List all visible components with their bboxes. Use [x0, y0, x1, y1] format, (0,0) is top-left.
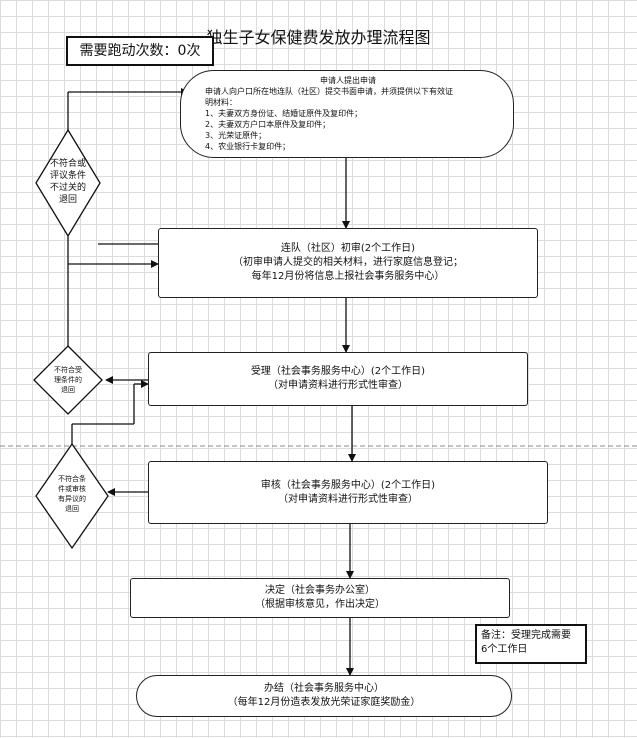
reject-label-3: 不符合条 件或审核 有异议的 退回 — [44, 474, 100, 514]
application-line: 3、光荣证原件； — [205, 131, 267, 140]
initial-review-node: 连队（社区）初审(2个工作日) （初审申请人提交的相关材料，进行家庭信息登记； … — [158, 228, 538, 298]
reject-label-line: 不过关的 — [49, 183, 86, 193]
initial-review-desc: 每年12月份将信息上报社会事务服务中心） — [251, 271, 445, 282]
reject-label-line: 退回 — [58, 195, 77, 205]
page-title: 独生子女保健费发放办理流程图 — [206, 28, 431, 47]
initial-review-title: 连队（社区）初审(2个工作日) — [280, 243, 416, 254]
application-line: 4、农业银行卡复印件； — [205, 142, 291, 151]
note-line: 6个工作日 — [481, 644, 528, 655]
accept-node: 受理（社会事务服务中心）(2个工作日) （对申请资料进行形式性审查） — [148, 352, 528, 406]
decision-title: 决定（社会事务办公室） — [265, 585, 375, 596]
review-title: 审核（社会事务服务中心）(2个工作日) — [260, 479, 436, 491]
application-line: 明材料： — [205, 98, 237, 107]
reject-label-line: 评议条件 — [49, 171, 86, 181]
decision-desc: （根据审核意见，作出决定） — [255, 599, 385, 610]
application-node: 申请人提出申请 申请人向户口所在地连队（社区）提交书面申请，并须提供以下有效证 … — [180, 70, 514, 158]
decision-node: 决定（社会事务办公室） （根据审核意见，作出决定） — [130, 578, 510, 618]
reject-label-line: 有异议的 — [58, 495, 86, 503]
application-line: 1、夫妻双方身份证、结婚证原件及复印件； — [205, 109, 363, 118]
reject-label-line: 退回 — [65, 505, 79, 513]
accept-title: 受理（社会事务服务中心）(2个工作日) — [250, 366, 426, 377]
completion-desc: （每年12月份造表发放光荣证家庭奖励金） — [227, 697, 421, 708]
visit-count-box: 需要跑动次数：0次 — [66, 36, 214, 66]
reject-diamond-1 — [35, 128, 101, 238]
reject-label-1: 不符合或 评议条件 不过关的 退回 — [38, 158, 98, 206]
note-line: 备注：受理完成需要 — [481, 630, 571, 641]
completion-title: 办结（社会事务服务中心） — [264, 683, 384, 694]
application-line: 申请人向户口所在地连队（社区）提交书面申请，并须提供以下有效证 — [205, 87, 453, 96]
reject-label-line: 件或审核 — [58, 485, 86, 493]
reject-diamond-3 — [35, 442, 109, 550]
initial-review-desc: （初审申请人提交的相关材料，进行家庭信息登记； — [233, 257, 463, 268]
reject-label-2: 不符合受 理条件的 退回 — [40, 365, 96, 395]
reject-label-line: 不符合条 — [58, 475, 86, 483]
review-node: 审核（社会事务服务中心）(2个工作日) （对申请资料进行形式性审查） — [148, 461, 548, 524]
reject-label-line: 不符合或 — [49, 159, 86, 169]
reject-label-line: 退回 — [61, 386, 75, 394]
application-line: 2、夫妻双方户口本原件及复印件； — [205, 120, 331, 129]
accept-desc: （对申请资料进行形式性审查） — [268, 380, 408, 391]
review-desc: （对申请资料进行形式性审查） — [278, 493, 418, 505]
note-box: 备注：受理完成需要 6个工作日 — [475, 624, 587, 664]
completion-node: 办结（社会事务服务中心） （每年12月份造表发放光荣证家庭奖励金） — [136, 675, 512, 717]
application-heading: 申请人提出申请 — [320, 76, 376, 85]
reject-label-line: 不符合受 — [54, 366, 82, 374]
reject-diamond-2 — [33, 345, 103, 415]
reject-label-line: 理条件的 — [54, 376, 82, 384]
